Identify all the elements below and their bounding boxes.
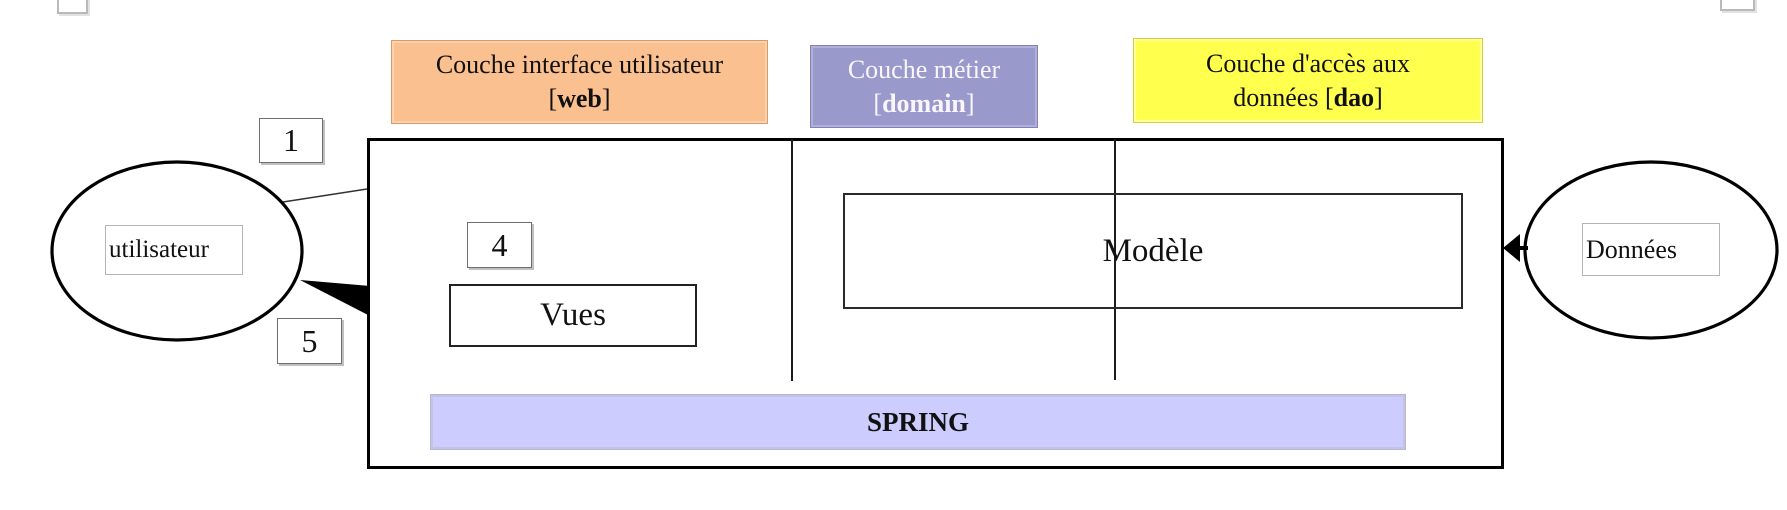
- marker-5-box: 5: [277, 318, 342, 364]
- domain-dao-divider: [1114, 139, 1116, 380]
- modele-label: Modèle: [1102, 232, 1204, 269]
- layer-dao-title: Couche d'accès aux: [1206, 48, 1410, 78]
- layer-domain-title: Couche métier: [847, 54, 1001, 84]
- clipped-box-top-left: [57, 0, 88, 14]
- web-domain-divider: [791, 139, 793, 381]
- vues-label: Vues: [540, 297, 606, 333]
- user-response-arrow: [300, 280, 370, 316]
- data-label: Données: [1586, 234, 1677, 264]
- user-request-line: [282, 188, 368, 203]
- vues-box: Vues: [449, 284, 697, 347]
- spring-bar: SPRING: [430, 394, 1406, 450]
- layer-web-stereotype: [web]: [548, 84, 611, 113]
- marker-5-label: 5: [301, 322, 318, 359]
- user-label: utilisateur: [109, 236, 209, 263]
- marker-4-label: 4: [491, 226, 508, 263]
- data-access-arrowhead: [1503, 234, 1520, 262]
- marker-4-box: 4: [467, 222, 532, 268]
- layer-label-web: Couche interface utilisateur [web]: [391, 40, 768, 124]
- layer-dao-stereotype: données [dao]: [1233, 82, 1383, 112]
- marker-1-box: 1: [259, 118, 323, 163]
- layer-web-title: Couche interface utilisateur: [435, 50, 724, 79]
- modele-box: Modèle: [843, 193, 1463, 309]
- data-label-box: Données: [1582, 223, 1720, 276]
- marker-1-label: 1: [283, 122, 299, 158]
- layer-label-domain: Couche métier [domain]: [810, 45, 1038, 128]
- layer-label-dao: Couche d'accès aux données [dao]: [1133, 38, 1483, 123]
- spring-label: SPRING: [866, 406, 969, 437]
- user-label-box: utilisateur: [105, 225, 243, 275]
- layer-domain-stereotype: [domain]: [873, 88, 975, 118]
- clipped-box-top-right: [1720, 0, 1755, 11]
